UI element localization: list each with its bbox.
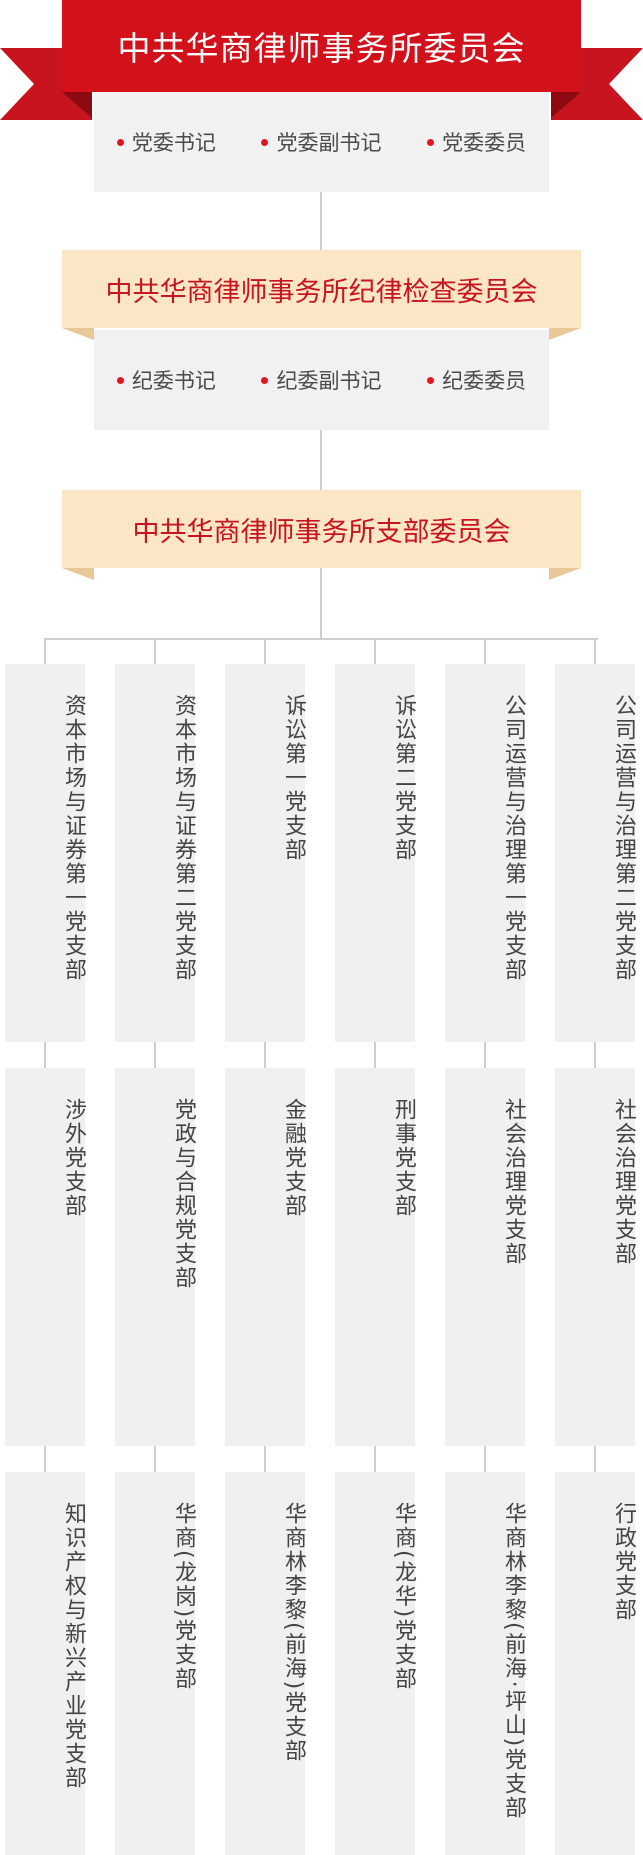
party-branch-name: 华商(龙岗)党支部 xyxy=(171,1502,196,1692)
connector-line xyxy=(264,638,266,664)
bullet-dot-icon xyxy=(427,138,435,146)
banner-fold-left xyxy=(62,568,94,580)
party-branch-name: 华商(龙华)党支部 xyxy=(391,1502,416,1692)
party-branch-box: 社会治理党支部 xyxy=(555,1068,636,1446)
party-branch-box: 社会治理党支部 xyxy=(445,1068,526,1446)
party-branch-box: 资本市场与证券第二党支部 xyxy=(115,664,196,1042)
party-branch-box: 资本市场与证券第一党支部 xyxy=(5,664,86,1042)
party-committee-roles: 党委书记 党委副书记 党委委员 xyxy=(94,92,549,192)
role-item: 党委书记 xyxy=(116,127,216,157)
role-item: 纪委委员 xyxy=(427,365,526,395)
party-committee-title: 中共华商律师事务所委员会 xyxy=(62,0,581,92)
party-branch-name: 公司运营与治理第二党支部 xyxy=(611,694,636,982)
bullet-dot-icon xyxy=(261,376,269,384)
party-branch-name: 行政党支部 xyxy=(611,1502,636,1622)
party-branch-box: 诉讼第二党支部 xyxy=(335,664,416,1042)
connector-bar xyxy=(45,638,598,640)
party-branch-name: 资本市场与证券第一党支部 xyxy=(61,694,86,982)
connector-line xyxy=(594,1042,596,1068)
connector-line xyxy=(154,1446,156,1472)
party-branch-name: 社会治理党支部 xyxy=(501,1098,526,1266)
connector-line xyxy=(264,1446,266,1472)
role-item: 纪委副书记 xyxy=(261,365,381,395)
party-branch-box: 公司运营与治理第一党支部 xyxy=(445,664,526,1042)
banner-fold-right xyxy=(549,328,581,340)
connector-line xyxy=(594,1446,596,1472)
party-branch-name: 诉讼第二党支部 xyxy=(391,694,416,862)
connector-line xyxy=(44,638,46,664)
connector-line xyxy=(374,1446,376,1472)
connector-line xyxy=(320,192,322,250)
bullet-dot-icon xyxy=(116,138,124,146)
connector-line xyxy=(594,638,596,664)
connector-line xyxy=(484,1446,486,1472)
banner-fold-right xyxy=(549,568,581,580)
party-branch-name: 金融党支部 xyxy=(281,1098,306,1218)
connector-line xyxy=(484,638,486,664)
connector-line xyxy=(44,1042,46,1068)
banner-fold-left xyxy=(62,328,94,340)
party-branch-box: 党政与合规党支部 xyxy=(115,1068,196,1446)
party-branch-name: 知识产权与新兴产业党支部 xyxy=(61,1502,86,1790)
party-branch-box: 金融党支部 xyxy=(225,1068,306,1446)
party-branch-box: 华商林李黎(前海·坪山)党支部 xyxy=(445,1472,526,1855)
connector-line xyxy=(44,1446,46,1472)
party-branch-name: 诉讼第一党支部 xyxy=(281,694,306,862)
party-branch-name: 涉外党支部 xyxy=(61,1098,86,1218)
role-item: 党委副书记 xyxy=(261,127,381,157)
role-item: 纪委书记 xyxy=(116,365,216,395)
party-branch-name: 公司运营与治理第一党支部 xyxy=(501,694,526,982)
connector-line xyxy=(320,568,322,638)
party-branch-box: 诉讼第一党支部 xyxy=(225,664,306,1042)
party-branch-box: 刑事党支部 xyxy=(335,1068,416,1446)
party-branch-name: 华商林李黎(前海)党支部 xyxy=(281,1502,306,1764)
connector-line xyxy=(154,1042,156,1068)
connector-line xyxy=(154,638,156,664)
party-branch-box: 涉外党支部 xyxy=(5,1068,86,1446)
connector-line xyxy=(484,1042,486,1068)
party-branch-box: 公司运营与治理第二党支部 xyxy=(555,664,636,1042)
bullet-dot-icon xyxy=(116,376,124,384)
discipline-committee-roles: 纪委书记 纪委副书记 纪委委员 xyxy=(94,330,549,430)
connector-line xyxy=(374,638,376,664)
connector-line xyxy=(320,430,322,490)
party-branch-name: 社会治理党支部 xyxy=(611,1098,636,1266)
party-branch-name: 资本市场与证券第二党支部 xyxy=(171,694,196,982)
ribbon-fold-right xyxy=(551,92,581,118)
party-branch-box: 华商林李黎(前海)党支部 xyxy=(225,1472,306,1855)
party-branch-box: 知识产权与新兴产业党支部 xyxy=(5,1472,86,1855)
party-branch-box: 华商(龙岗)党支部 xyxy=(115,1472,196,1855)
discipline-committee-title: 中共华商律师事务所纪律检查委员会 xyxy=(62,250,581,328)
ribbon-fold-left xyxy=(62,92,92,118)
party-branch-box: 行政党支部 xyxy=(555,1472,636,1855)
connector-line xyxy=(264,1042,266,1068)
party-branch-box: 华商(龙华)党支部 xyxy=(335,1472,416,1855)
party-branch-name: 党政与合规党支部 xyxy=(171,1098,196,1290)
bullet-dot-icon xyxy=(427,376,435,384)
connector-line xyxy=(374,1042,376,1068)
role-item: 党委委员 xyxy=(427,127,526,157)
party-branch-name: 华商林李黎(前海·坪山)党支部 xyxy=(501,1502,526,1821)
bullet-dot-icon xyxy=(261,138,269,146)
party-branch-name: 刑事党支部 xyxy=(391,1098,416,1218)
branch-committee-title: 中共华商律师事务所支部委员会 xyxy=(62,490,581,568)
